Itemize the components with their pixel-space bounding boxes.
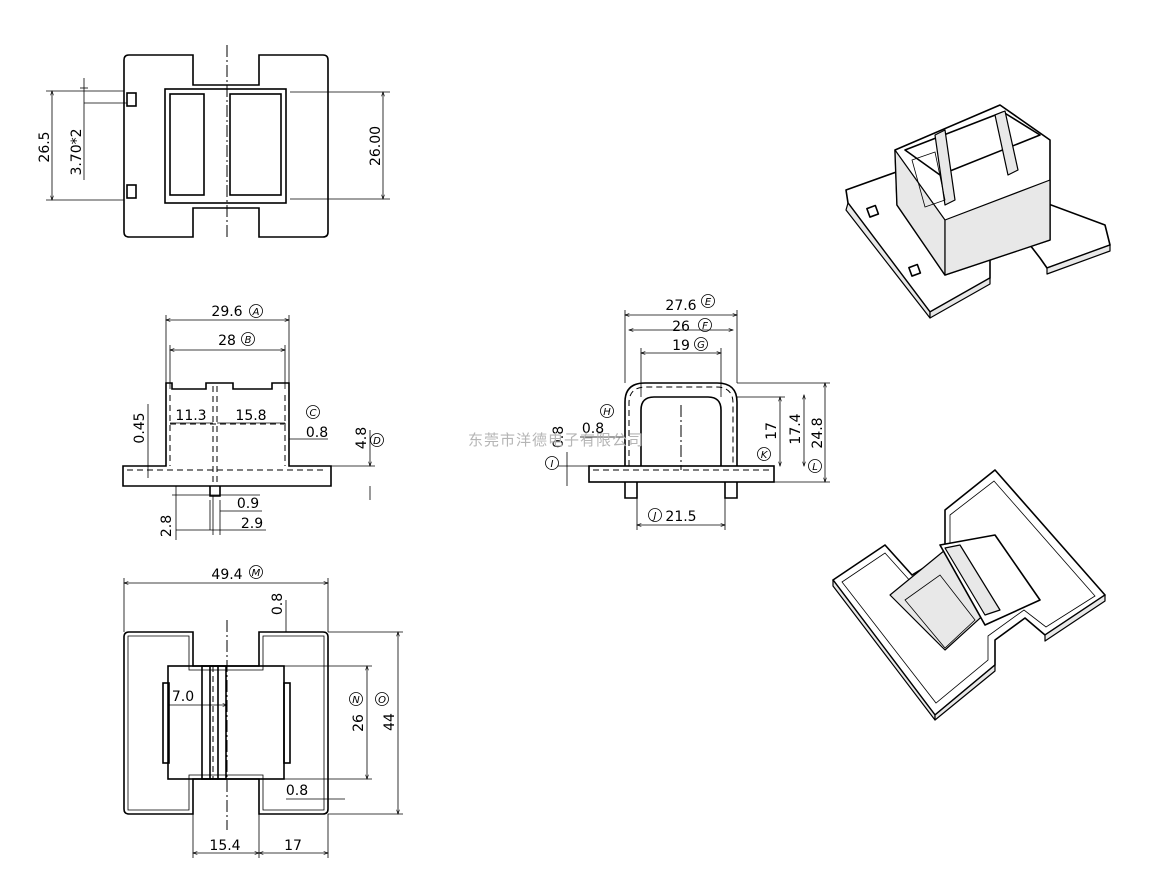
dim-text: 15.4 [209,838,240,854]
dim-text: 26 [351,714,367,732]
dim-text: 15.8 [235,408,266,424]
dim-text: 21.5 [665,509,696,525]
dim-text: 7.0 [172,689,194,705]
balloon-j: J [648,508,662,522]
balloon-g: G [694,337,708,351]
balloon-letter: M [252,568,261,579]
dim-text: 44 [382,713,398,731]
dim-text: 28 [218,333,236,349]
balloon-n: N [349,692,363,706]
dim-text: 27.6 [665,298,696,314]
balloon-letter: I [551,459,554,470]
dim-text: 26 [672,319,690,335]
dim-text: 49.4 [211,567,242,583]
balloon-letter: E [705,297,712,308]
balloon-letter: G [697,340,705,351]
dim-text: 0.45 [132,412,148,443]
balloon-i: I [545,456,559,470]
dim-text: 11.3 [175,408,206,424]
dim-text: 24.8 [810,417,826,448]
balloon-c: C [306,405,320,419]
balloon-k: K [757,447,771,461]
isometric-bottom-view [832,469,1106,721]
dim-text: 2.8 [159,515,175,537]
dim-text: 17 [284,838,302,854]
balloon-letter: L [812,462,818,473]
isometric-top-view [845,104,1111,319]
front-view: 29.6 28 11.3 15.8 0.45 0.8 4.8 0.9 2.8 2… [122,304,384,540]
watermark: 东莞市洋德电子有限公司 [468,431,644,449]
balloon-d: D [370,433,384,447]
dim-text: 26.5 [37,131,53,162]
dim-text: 0.9 [237,496,259,512]
dim-text: 19 [672,338,690,354]
dim-text: 3.70*2 [69,128,85,175]
dim-text: 0.8 [551,426,567,448]
side-view: 27.6 26 19 0.8 0.8 17 17.4 24.8 21.5 E F… [545,294,830,530]
balloon-h: H [600,404,614,418]
balloon-letter: O [378,695,386,706]
dim-text: 17.4 [788,413,804,444]
top-view: 26.5 3.70*2 26.00 [37,45,390,240]
balloon-b: B [241,332,255,346]
dim-text: 17 [764,422,780,440]
balloon-letter: C [310,408,317,419]
dim-text: 26.00 [368,126,384,166]
dim-text: 0.8 [270,593,286,615]
balloon-e: E [701,294,715,308]
balloon-letter: A [252,307,260,318]
balloon-f: F [698,318,712,332]
balloon-letter: J [652,511,657,522]
balloon-letter: F [702,321,708,332]
dim-text: 4.8 [354,427,370,449]
balloon-letter: K [761,450,769,461]
dim-text: 0.8 [582,421,604,437]
dim-text: 2.9 [241,516,263,532]
dim-text: 0.8 [286,783,308,799]
balloon-o: O [375,692,389,706]
balloon-letter: H [603,407,611,418]
balloon-m: M [249,565,263,579]
dim-text: 0.8 [306,425,328,441]
balloon-a: A [249,304,263,318]
bottom-view: 49.4 0.8 7.0 26 44 0.8 15.4 17 M N O [123,565,403,858]
dim-text: 29.6 [211,304,242,320]
balloon-letter: N [352,695,360,706]
balloon-letter: D [373,436,381,447]
balloon-l: L [808,459,822,473]
balloon-letter: B [245,335,252,346]
